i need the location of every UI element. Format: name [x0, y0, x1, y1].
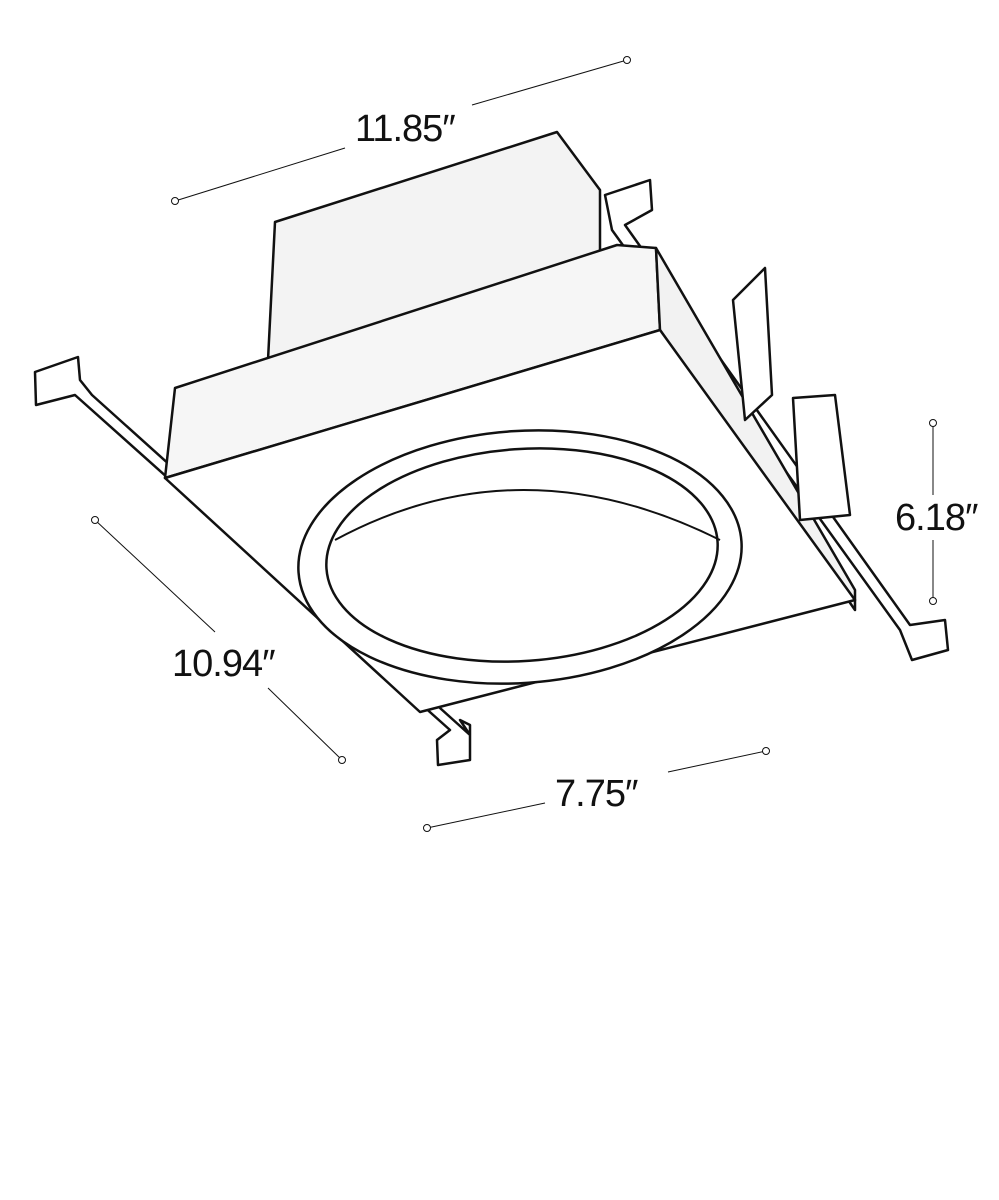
- height-dimension-label: 6.18″: [895, 497, 978, 539]
- length-dimension-label: 11.85″: [355, 108, 456, 150]
- aperture-dimension-label: 7.75″: [555, 773, 638, 815]
- reflector-edge: [334, 489, 721, 541]
- left-mounting-bar: [33, 355, 472, 767]
- width-dimension-label: 10.94″: [172, 643, 276, 685]
- clip-plate-upper: [731, 266, 774, 422]
- clip-plate-lower: [791, 393, 852, 522]
- junction-box: [266, 130, 602, 362]
